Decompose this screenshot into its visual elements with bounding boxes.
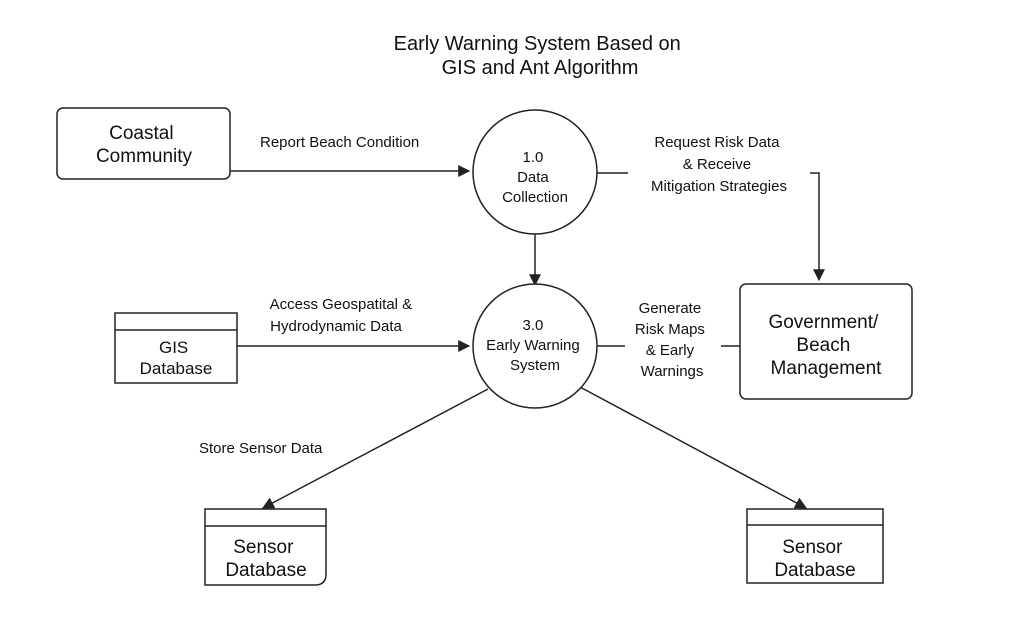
- process-early-warning-label: 3.0 Early Warning System: [486, 317, 584, 374]
- flow-label-access-geo: Access Geospatital & Hydrodynamic Data: [270, 296, 417, 335]
- flow-label-store-sensor: Store Sensor Data: [199, 440, 323, 457]
- flow-label-generate-risk: Generate Risk Maps & Early Warnings: [635, 300, 709, 380]
- flow-label-request-risk: Request Risk Data & Receive Mitigation S…: [651, 134, 787, 195]
- process-data-collection: 1.0 Data Collection: [472, 109, 598, 235]
- diagram-title: Early Warning System Based on GIS and An…: [394, 33, 687, 79]
- store-sensor-right-label: Sensor Database: [774, 537, 855, 581]
- flow-store-sensor-right-arrow: [579, 386, 808, 509]
- entity-government-label: Government/ Beach Management: [768, 312, 883, 379]
- store-sensor-database-right: Sensor Database: [746, 508, 884, 584]
- store-sensor-database-left: Sensor Database: [204, 508, 327, 586]
- store-gis-database-label: GIS Database: [140, 338, 213, 378]
- process-early-warning-system: 3.0 Early Warning System: [472, 283, 598, 409]
- store-sensor-left-label: Sensor Database: [225, 537, 306, 581]
- entity-coastal-community: Coastal Community: [56, 107, 231, 180]
- entity-government-beach-management: Government/ Beach Management: [739, 283, 913, 400]
- flow-label-report-beach: Report Beach Condition: [260, 134, 419, 151]
- process-data-collection-label: 1.0 Data Collection: [502, 149, 568, 206]
- store-gis-database: GIS Database: [114, 312, 238, 384]
- flow-store-sensor-left-arrow: [261, 388, 489, 509]
- entity-coastal-community-label: Coastal Community: [96, 123, 193, 167]
